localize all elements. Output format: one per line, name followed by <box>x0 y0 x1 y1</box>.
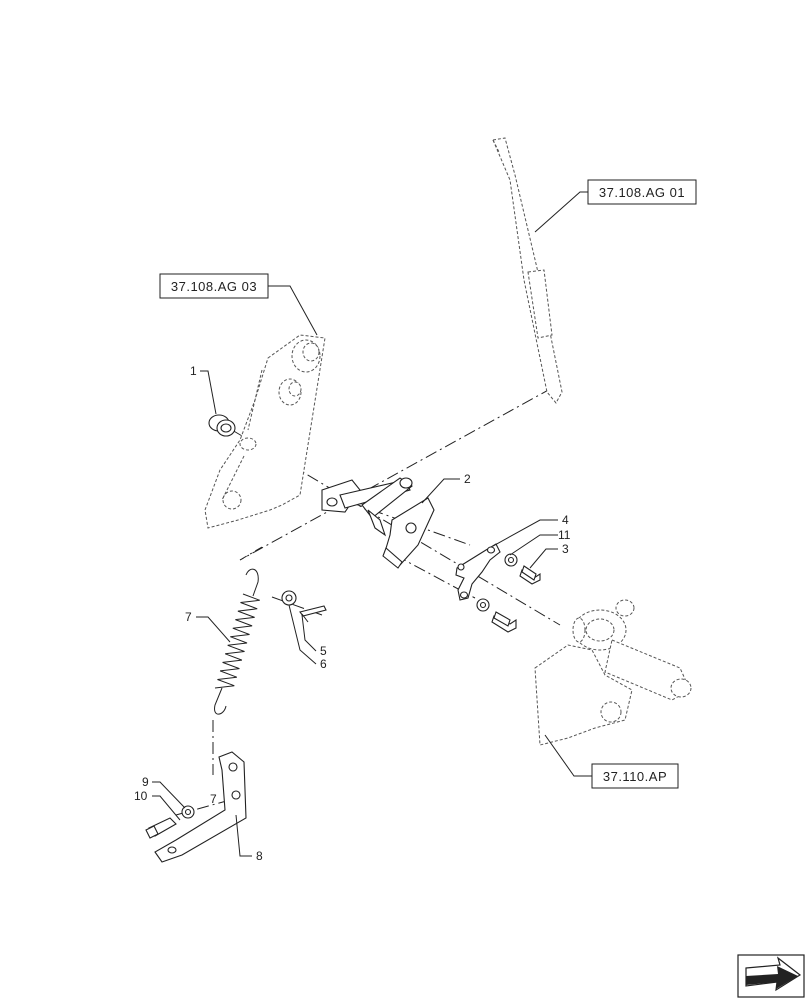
callout-numbers: 1 2 3 4 5 6 7 8 9 10 11 7 <box>134 364 571 863</box>
pedal-rod-ghost <box>492 137 563 404</box>
next-page-arrow-icon[interactable] <box>737 954 805 998</box>
bolt-part-3-lower <box>491 611 517 633</box>
reference-ag03-label: 37.108.AG 03 <box>171 279 257 294</box>
reference-ap-label: 37.110.AP <box>603 769 667 784</box>
callout-7: 7 <box>185 610 192 624</box>
plate-part-4 <box>455 543 501 601</box>
callout-4: 4 <box>562 513 569 527</box>
callout-6: 6 <box>320 657 327 671</box>
callout-9: 9 <box>142 775 149 789</box>
cotter-pin-part-5 <box>299 605 327 623</box>
bolt-part-3-upper <box>519 565 541 585</box>
reference-ap[interactable]: 37.110.AP <box>544 734 679 789</box>
spring-part-7 <box>214 568 260 715</box>
callout-10: 10 <box>134 789 148 803</box>
washer-part-6 <box>281 590 297 606</box>
reference-ag03[interactable]: 37.108.AG 03 <box>159 273 318 336</box>
callout-3: 3 <box>562 542 569 556</box>
right-housing-ghost <box>534 599 692 746</box>
callout-11: 11 <box>558 528 571 542</box>
washer-part-9 <box>181 805 195 819</box>
bushing-part-1 <box>208 414 236 437</box>
callout-7-small: 7 <box>210 792 217 806</box>
callout-1: 1 <box>190 364 197 378</box>
pedal-shaft-part-2 <box>321 477 435 569</box>
reference-ag01[interactable]: 37.108.AG 01 <box>534 179 697 233</box>
callout-5: 5 <box>320 644 327 658</box>
bracket-part-8 <box>154 751 247 863</box>
callout-2: 2 <box>464 472 471 486</box>
left-pedal-bracket-ghost <box>204 334 326 529</box>
reference-ag01-label: 37.108.AG 01 <box>599 185 685 200</box>
callout-8: 8 <box>256 849 263 863</box>
callout-leaders <box>152 370 558 857</box>
bolt-part-10 <box>145 817 177 839</box>
washer-part-11-upper <box>504 553 518 567</box>
washer-part-11-lower <box>476 598 490 612</box>
